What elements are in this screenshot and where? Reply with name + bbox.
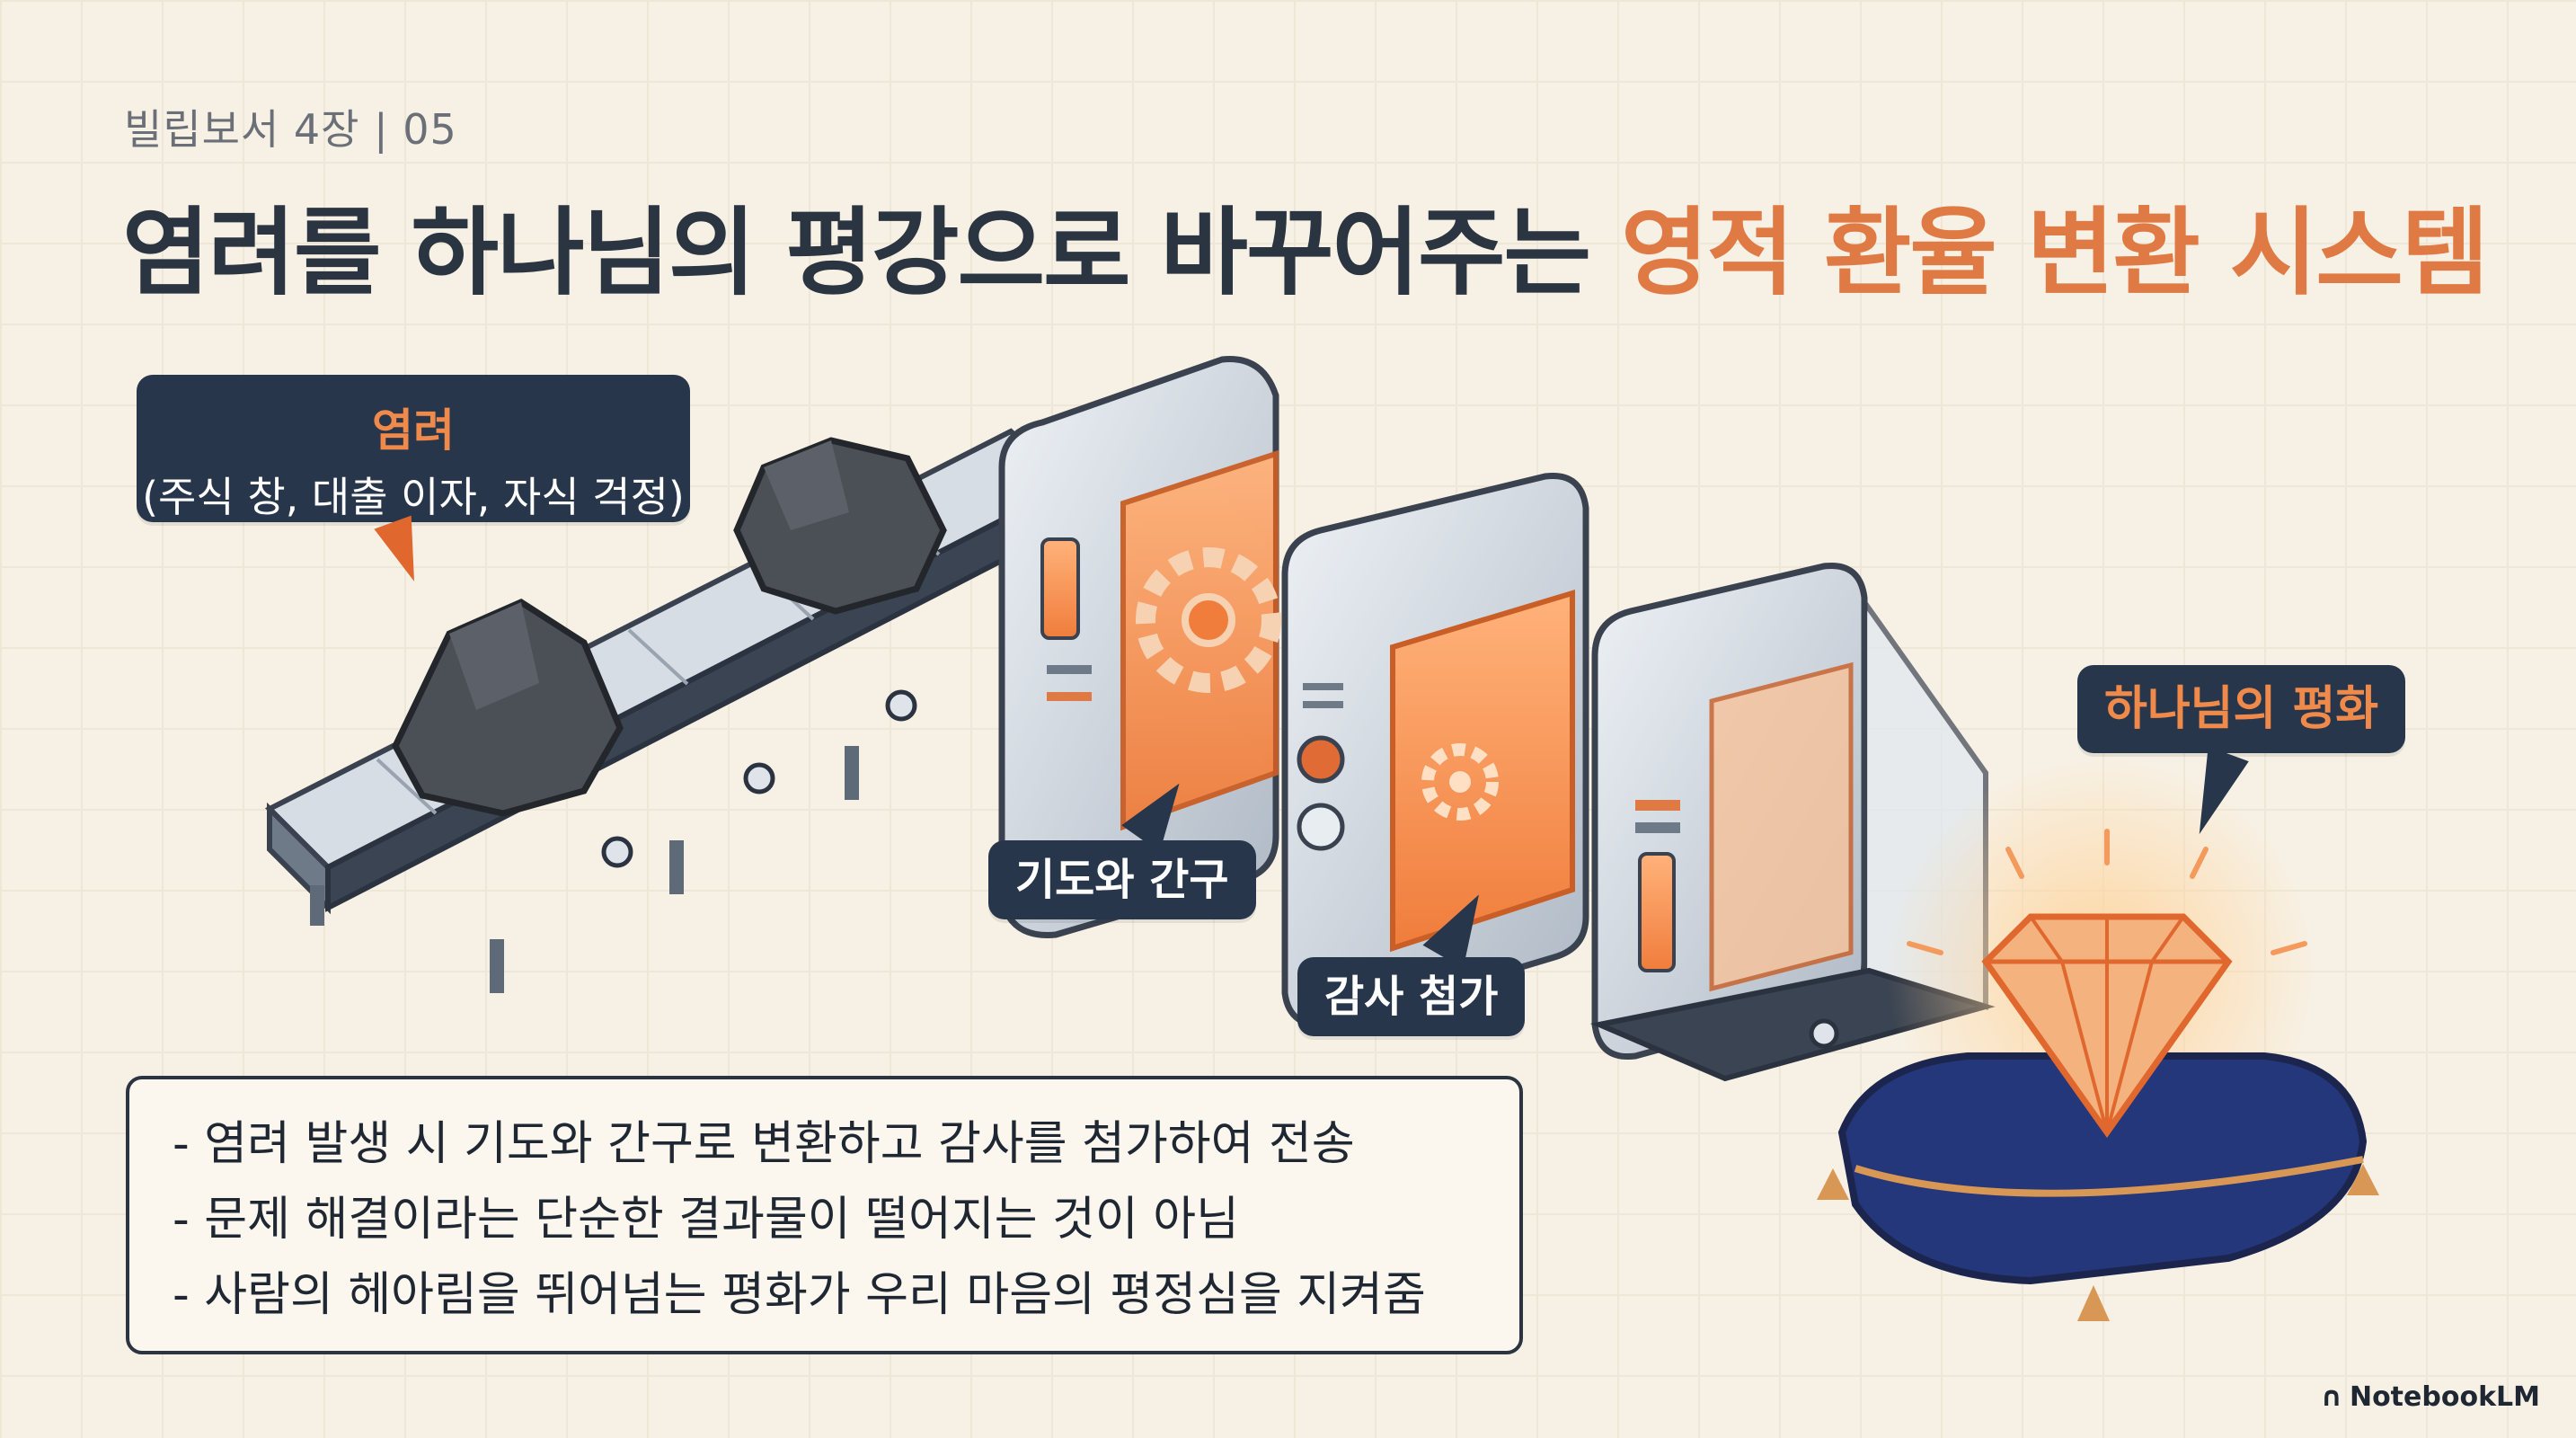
worry-rock-back (733, 437, 947, 615)
slide-title: 염려를 하나님의 평강으로 바꾸어주는 영적 환율 변환 시스템 (122, 175, 2489, 314)
gear-icon-large (1136, 547, 1281, 693)
worry-callout: 염려 (주식 창, 대출 이자, 자식 걱정) (137, 375, 690, 589)
summary-notes: - 염려 발생 시 기도와 간구로 변환하고 감사를 첨가하여 전송 - 문제 … (126, 1076, 1523, 1354)
notebooklm-logo: ∩NotebookLM (2321, 1381, 2540, 1413)
note-line: - 문제 해결이라는 단순한 결과물이 떨어지는 것이 아님 (173, 1193, 1239, 1247)
logo-text: NotebookLM (2349, 1381, 2540, 1413)
thanks-callout: 감사 첨가 (1297, 957, 1526, 1036)
title-main: 염려를 하나님의 평강으로 바꾸어주는 (122, 198, 1621, 308)
gear-icon-small (1421, 743, 1499, 821)
diamond-icon (1981, 913, 2233, 1139)
note-line: - 염려 발생 시 기도와 간구로 변환하고 감사를 첨가하여 전송 (173, 1117, 1355, 1171)
worry-rock-front (392, 599, 624, 817)
velvet-cushion (1817, 1052, 2379, 1321)
notebooklm-logo-icon: ∩ (2320, 1381, 2342, 1413)
worry-label: 염려 (372, 404, 455, 457)
peace-callout: 하나님의 평화 (2077, 665, 2406, 753)
prayer-callout: 기도와 간구 (988, 840, 1256, 919)
title-highlight: 영적 환율 변환 시스템 (1620, 198, 2489, 308)
slide-kicker: 빌립보서 4장 | 05 (124, 105, 457, 154)
conversion-machine (998, 356, 1996, 1082)
worry-examples: (주식 창, 대출 이자, 자식 걱정) (142, 473, 685, 521)
sparkle-icon (1907, 829, 2307, 955)
note-line: - 사람의 헤아림을 뛰어넘는 평화가 우리 마음의 평정심을 지켜줌 (173, 1268, 1426, 1322)
